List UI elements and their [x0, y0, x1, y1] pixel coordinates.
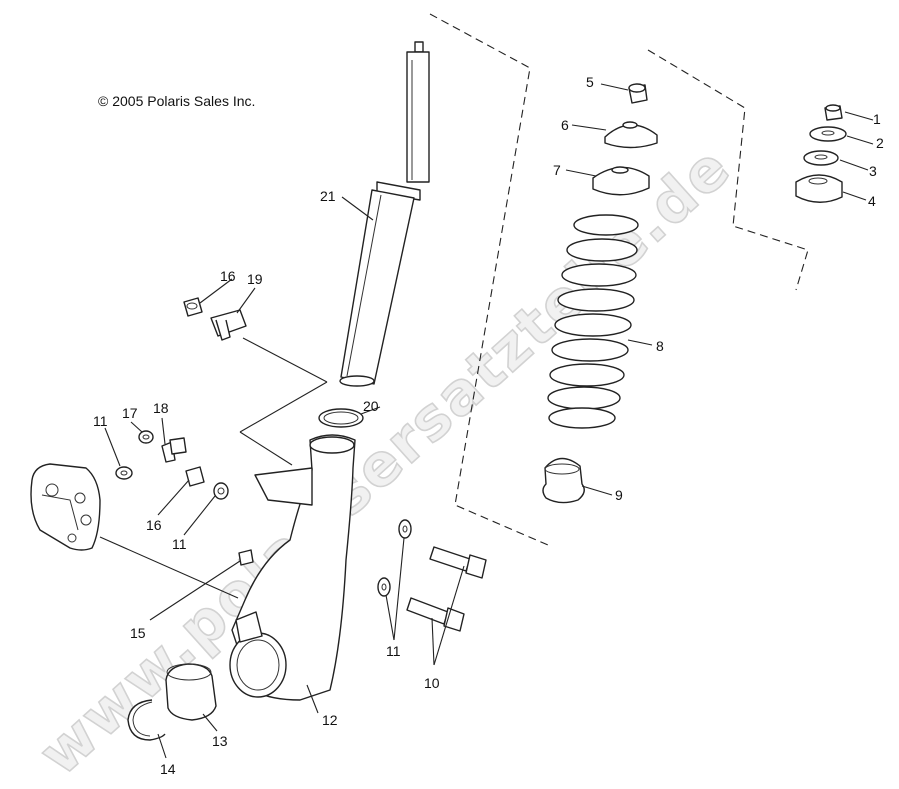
callout-11-bolt-washer: 11: [386, 643, 401, 659]
brake-caliper: [30, 463, 101, 551]
bump-stop: [542, 457, 585, 504]
top-nut-and-washers: [795, 104, 847, 203]
callout-16-top: 16: [220, 268, 236, 284]
callout-13: 13: [212, 733, 228, 749]
callout-2: 2: [876, 135, 884, 151]
callout-9: 9: [615, 487, 623, 503]
callout-20: 20: [363, 398, 379, 414]
steering-knuckle: [229, 434, 356, 701]
callout-10: 10: [424, 675, 440, 691]
callout-5: 5: [586, 74, 594, 90]
callout-11-knuckle-washer: 11: [172, 536, 187, 552]
callout-18: 18: [153, 400, 169, 416]
bearing-and-circlip: [127, 663, 217, 741]
small-fasteners: [115, 430, 254, 566]
shock-absorber: [339, 41, 430, 387]
upper-spring-seat-parts: [592, 83, 658, 196]
callout-4: 4: [868, 193, 876, 209]
assembly-bracket-lines: [429, 13, 809, 546]
callout-3: 3: [869, 163, 877, 179]
leader-lines: [99, 83, 874, 759]
callout-17: 17: [122, 405, 138, 421]
nut-and-clip: [183, 297, 247, 341]
callout-14: 14: [160, 761, 176, 777]
callout-11-caliper-washer: 11: [93, 413, 108, 429]
callout-12: 12: [322, 712, 338, 728]
coil-spring: [547, 214, 639, 429]
mounting-bolts: [377, 519, 487, 632]
seal-ring: [318, 408, 364, 428]
callout-19: 19: [247, 271, 263, 287]
copyright-text: © 2005 Polaris Sales Inc.: [98, 93, 255, 109]
callout-1: 1: [873, 111, 881, 127]
callout-16-lower: 16: [146, 517, 162, 533]
callout-6: 6: [561, 117, 569, 133]
callout-labels: 1 2 3 4 5 6 7 8 9 10 11 11 11 12 13 14 1…: [93, 74, 884, 777]
callout-8: 8: [656, 338, 664, 354]
callout-15: 15: [130, 625, 146, 641]
callout-21: 21: [320, 188, 336, 204]
callout-7: 7: [553, 162, 561, 178]
